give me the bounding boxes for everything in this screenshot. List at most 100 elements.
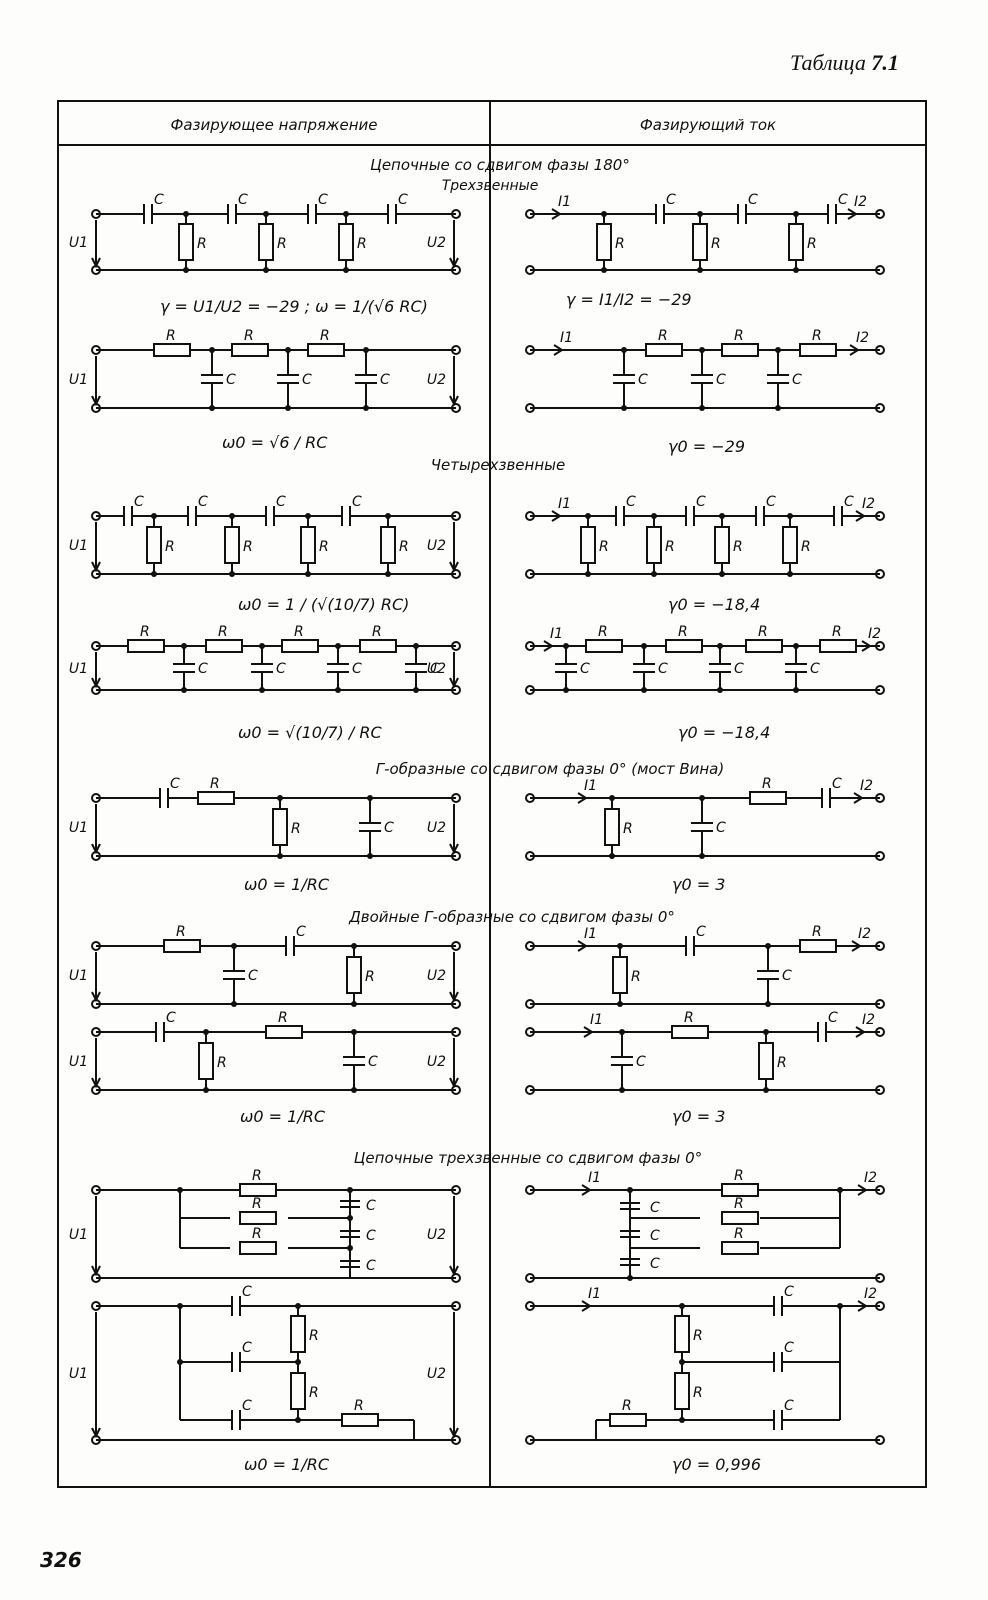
component-label: C — [276, 661, 286, 677]
section-title-wien-bridge: Г-образные со сдвигом фазы 0° (мост Вина… — [376, 760, 724, 778]
component-label: C — [134, 494, 144, 510]
component-label: I1 — [590, 1012, 603, 1028]
formula-6-left: ω0 = 1/RC — [240, 1107, 326, 1126]
resistor — [692, 223, 708, 261]
resistor — [580, 526, 596, 564]
resistor — [674, 1372, 690, 1410]
component-label: R — [734, 1168, 744, 1184]
section-title-double-l: Двойные Г-образные со сдвигом фазы 0° — [348, 908, 675, 926]
component-label: R — [801, 539, 811, 555]
voltage-label: U1 — [69, 1054, 88, 1070]
resistor — [239, 1183, 277, 1197]
component-label: I2 — [862, 496, 875, 512]
section-title-chain-180: Цепочные со сдвигом фазы 180° — [370, 156, 630, 174]
component-label: C — [352, 661, 362, 677]
resistor — [359, 639, 397, 653]
component-label: I1 — [560, 330, 573, 346]
component-label: C — [366, 1198, 376, 1214]
resistor — [338, 223, 354, 261]
component-label: R — [243, 539, 253, 555]
table-number: 7.1 — [871, 50, 899, 75]
voltage-label: U2 — [427, 1054, 446, 1070]
voltage-arrow — [449, 1077, 459, 1089]
resistor — [205, 639, 243, 653]
component-label: R — [812, 328, 822, 344]
component-label: R — [357, 236, 367, 252]
component-label: R — [678, 624, 688, 640]
formula-4-right: γ0 = −18,4 — [678, 723, 770, 742]
component-label: R — [252, 1196, 262, 1212]
capacitor-gap — [285, 943, 295, 949]
voltage-label: U1 — [69, 1366, 88, 1382]
capacitor-gap — [737, 211, 747, 217]
table-title: Таблица — [790, 50, 866, 75]
junction-dot — [347, 1187, 353, 1193]
formula-3-right: γ0 = −18,4 — [668, 595, 760, 614]
current-arrow — [857, 1300, 868, 1312]
resistor — [714, 526, 730, 564]
voltage-label: U2 — [427, 538, 446, 554]
component-label: R — [733, 539, 743, 555]
junction-dot — [177, 1303, 183, 1309]
voltage-arrow — [449, 1265, 459, 1277]
component-label: R — [210, 776, 220, 792]
component-label: C — [198, 661, 208, 677]
current-arrow — [543, 640, 554, 652]
component-label: C — [276, 494, 286, 510]
voltage-arrow — [91, 257, 101, 269]
capacitor-gap — [387, 211, 397, 217]
component-label: R — [615, 236, 625, 252]
current-arrow — [861, 640, 872, 652]
resistor — [721, 1211, 759, 1225]
page-number: 326 — [40, 1548, 82, 1572]
capacitor-gap — [159, 795, 169, 801]
component-label: I1 — [588, 1170, 601, 1186]
resistor — [665, 639, 703, 653]
voltage-label: U2 — [427, 1366, 446, 1382]
component-label: R — [711, 236, 721, 252]
resistor — [585, 639, 623, 653]
capacitor-gap — [231, 1303, 241, 1309]
component-label: I2 — [864, 1286, 877, 1302]
voltage-arrow — [91, 843, 101, 855]
component-label: C — [366, 1228, 376, 1244]
capacitor-gap — [265, 513, 275, 519]
formula-1-left: γ = U1/U2 = −29 ; ω = 1/(√6 RC) — [160, 297, 428, 316]
resistor — [198, 1042, 214, 1080]
resistor — [290, 1315, 306, 1353]
current-arrow — [581, 1300, 592, 1312]
component-label: C — [302, 372, 312, 388]
formula-2-right: γ0 = −29 — [668, 437, 745, 456]
resistor — [721, 1183, 759, 1197]
voltage-arrow — [449, 1427, 459, 1439]
capacitor-gap — [773, 1359, 783, 1365]
voltage-label: U2 — [427, 661, 446, 677]
component-label: R — [622, 1398, 632, 1414]
voltage-label: U1 — [69, 968, 88, 984]
component-label: C — [784, 1398, 794, 1414]
component-label: C — [226, 372, 236, 388]
resistor — [749, 791, 787, 805]
capacitor-gap — [773, 1303, 783, 1309]
resistor — [239, 1211, 277, 1225]
component-label: I2 — [860, 778, 873, 794]
formula-3-left: ω0 = 1 / (√(10/7) RC) — [238, 595, 409, 614]
component-label: I1 — [550, 626, 563, 642]
formula-5-left: ω0 = 1/RC — [244, 875, 330, 894]
capacitor-gap — [833, 513, 843, 519]
capacitor-gap — [227, 211, 237, 217]
component-label: C — [792, 372, 802, 388]
formula-6-right: γ0 = 3 — [672, 1107, 725, 1126]
component-label: R — [166, 328, 176, 344]
component-label: C — [734, 661, 744, 677]
component-label: C — [166, 1010, 176, 1026]
component-label: R — [734, 1196, 744, 1212]
component-label: R — [777, 1055, 787, 1071]
component-label: R — [309, 1385, 319, 1401]
component-label: R — [693, 1328, 703, 1344]
formula-1-right: γ = I1/I2 = −29 — [566, 290, 692, 309]
component-label: R — [684, 1010, 694, 1026]
current-arrow — [577, 792, 588, 804]
component-label: R — [665, 539, 675, 555]
